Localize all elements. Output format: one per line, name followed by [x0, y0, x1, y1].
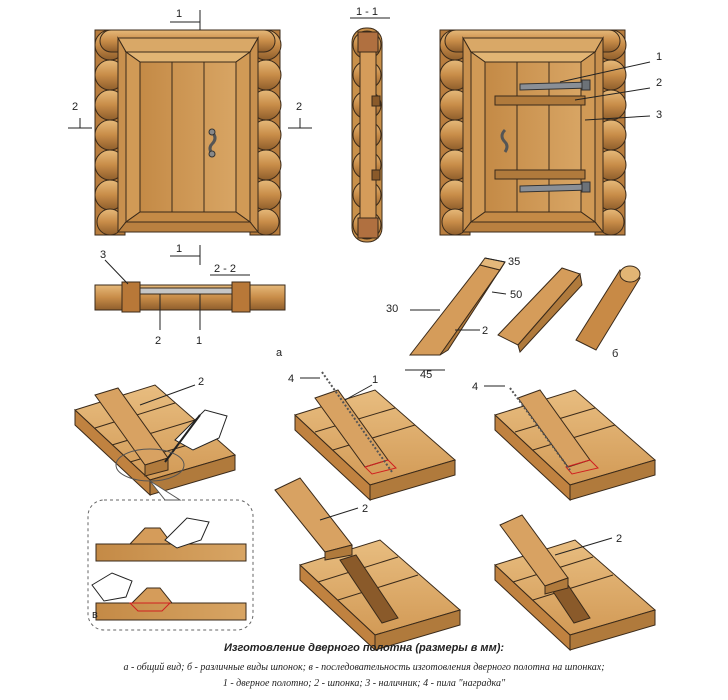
caption-line-1: а - общий вид; б - различные виды шпонок…	[123, 662, 605, 673]
step-sawing-second: 4	[472, 381, 657, 502]
callout-4-saw: 4	[288, 373, 294, 385]
step-sawing: 4 1	[288, 371, 457, 502]
section-b-label: б	[612, 348, 618, 360]
cut-mark-2-right: 2	[296, 101, 302, 113]
callout-2-installed: 2	[616, 533, 622, 545]
door-back-view: 1 2 3	[439, 29, 662, 236]
section-2-2: 2 - 2 3 2 1 а	[94, 249, 286, 359]
cut-mark-1-bottom: 1	[176, 243, 182, 255]
dim-30: 30	[386, 303, 398, 315]
step-marking: 2	[74, 376, 237, 497]
step-key-installed: 2	[494, 514, 657, 652]
callout-2-marking: 2	[198, 376, 204, 388]
step-insert-key: 2	[274, 477, 462, 652]
callout-2-key: 2	[482, 325, 488, 337]
zoom-inset: в	[87, 480, 254, 631]
key-types: 35 50 30 45 2 б	[386, 256, 641, 381]
callout-2-back: 2	[656, 77, 662, 89]
section-1-1: 1 - 1	[350, 6, 390, 243]
callout-2-section: 2	[155, 335, 161, 347]
caption-line-2: 1 - дверное полотно; 2 - шпонка; 3 - нал…	[222, 678, 506, 689]
callout-1-back: 1	[656, 51, 662, 63]
dim-35: 35	[508, 256, 520, 268]
callout-4-saw-second: 4	[472, 381, 478, 393]
cut-mark-1-top: 1	[176, 8, 182, 20]
dim-45: 45	[420, 369, 432, 381]
caption-title: Изготовление дверного полотна (размеры в…	[223, 642, 505, 654]
callout-3-back: 3	[656, 109, 662, 121]
dim-50: 50	[510, 289, 522, 301]
cut-mark-2-left: 2	[72, 101, 78, 113]
section-1-1-label: 1 - 1	[356, 6, 378, 18]
callout-3-section: 3	[100, 249, 106, 261]
callout-2-insert: 2	[362, 503, 368, 515]
door-front-view: 1 1 2 2	[68, 8, 312, 265]
section-a-label: а	[276, 347, 283, 359]
section-v-label: в	[92, 609, 98, 621]
callout-1-saw: 1	[372, 374, 378, 386]
callout-1-section: 1	[196, 335, 202, 347]
section-2-2-label: 2 - 2	[214, 263, 236, 275]
